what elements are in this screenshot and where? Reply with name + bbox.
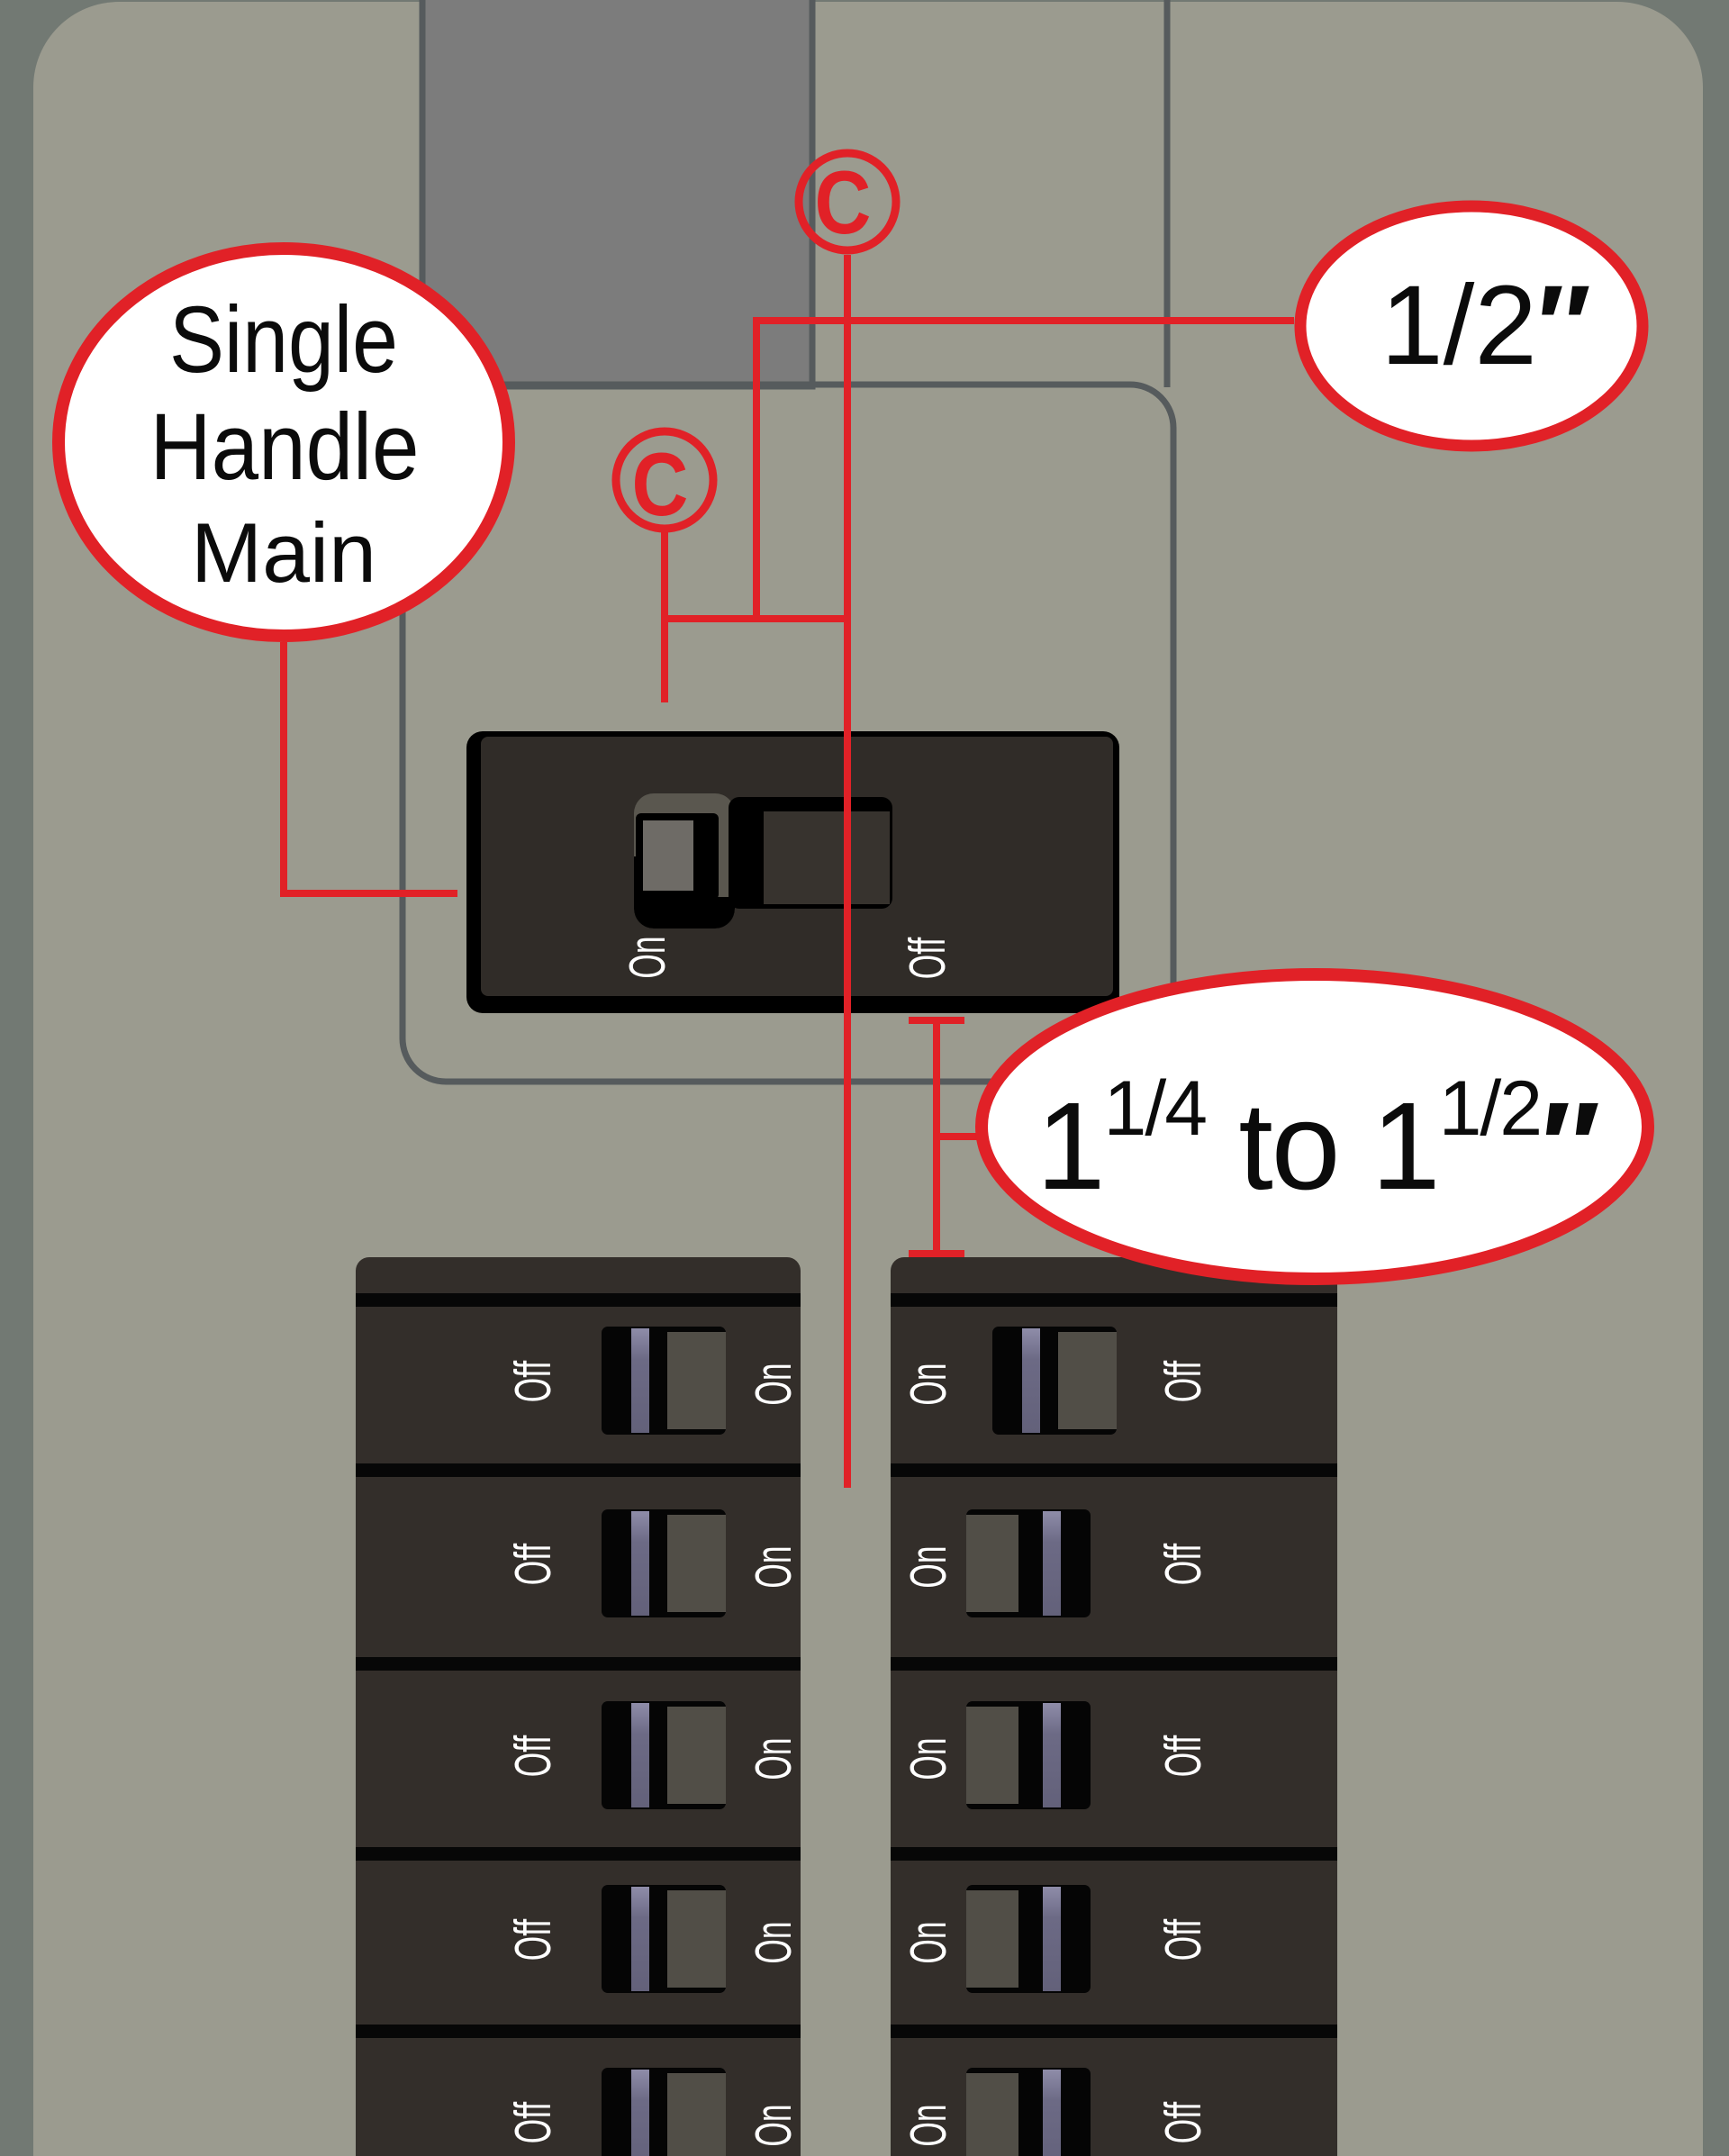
svg-text:On: On: [746, 1737, 803, 1780]
svg-text:Single: Single: [169, 287, 398, 393]
svg-text:C: C: [632, 435, 689, 534]
svg-text:On: On: [746, 1921, 803, 1963]
svg-text:C: C: [815, 153, 872, 252]
svg-text:On: On: [620, 936, 677, 978]
svg-text:Off: Off: [1155, 1543, 1213, 1585]
svg-text:Off: Off: [505, 1360, 563, 1402]
svg-text:On: On: [901, 2104, 958, 2146]
svg-text:On: On: [746, 2104, 803, 2146]
svg-text:Off: Off: [1155, 1735, 1213, 1777]
svg-text:Off: Off: [1155, 1918, 1213, 1961]
svg-text:On: On: [746, 1545, 803, 1588]
svg-text:On: On: [746, 1363, 803, 1405]
svg-text:Off: Off: [505, 1918, 563, 1961]
svg-text:On: On: [901, 1737, 958, 1780]
svg-text:Main: Main: [191, 505, 376, 600]
svg-text:Off: Off: [1155, 2101, 1213, 2143]
svg-text:Off: Off: [505, 1543, 563, 1585]
svg-text:Handle: Handle: [150, 394, 420, 500]
svg-text:1/2″: 1/2″: [1380, 263, 1591, 388]
svg-text:Off: Off: [1155, 1360, 1213, 1402]
svg-text:Off: Off: [505, 1735, 563, 1777]
svg-text:On: On: [901, 1363, 958, 1405]
svg-text:Off: Off: [505, 2101, 563, 2143]
svg-text:On: On: [901, 1545, 958, 1588]
svg-text:On: On: [901, 1921, 958, 1963]
svg-text:Off: Off: [900, 937, 957, 979]
